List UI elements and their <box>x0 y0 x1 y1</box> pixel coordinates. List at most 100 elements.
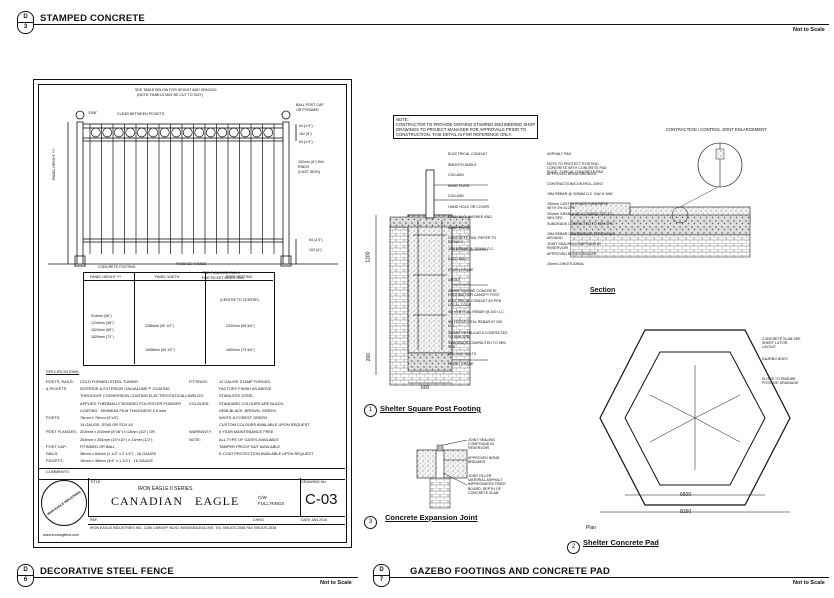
fence-ring-note-3: (CAST IRON) <box>298 170 320 174</box>
callout-label: COLUMN <box>448 194 464 198</box>
fence-clear-note: CLEAR BETWEEN PICKETS <box>117 112 165 116</box>
callout-label: JOINT SEALING COMPOUND IN RESERVOIR <box>468 438 495 451</box>
callout-label: 150mm CAST IN PLACE CONCRETE WITH 3% SLO… <box>547 202 609 211</box>
fence-table-setting-2: 1800mm (74 3/4") <box>226 348 255 352</box>
callout-label: NOTE TO PROTECT EXISTING CONCRETE WITH C… <box>547 162 607 175</box>
sheet-bubble-d3: D 3 <box>17 11 34 34</box>
spec-value: 19mm x 38mm (3/4" x 1 1/2") , 16 GAUGE <box>80 458 154 464</box>
spec-row: POST FLANGES:203mm x 203mm (8"x8") x 13m… <box>46 430 155 435</box>
spec-value: APPLIED THERMALLY BONDED POLYESTER POWDE… <box>80 400 181 406</box>
callout-label: 4M VERTICAL REBAR @ 200 O.C. <box>448 309 505 314</box>
callout-label: BASE PLATE <box>448 225 470 230</box>
fig1-bubble: 1 <box>364 404 377 417</box>
fence-ring-note: 152mm (6") DIA. <box>298 160 325 164</box>
spec-value: 76mm x 76mm (3"x3") <box>80 415 119 420</box>
spec-value: E-COAT PROTECTION AVAILABLE UPON REQUEST <box>219 451 314 456</box>
fence-ref-label: REF. <box>90 518 98 522</box>
spec-row: POSTS, RAILS:COLD FORMED STEEL TUBING <box>46 379 138 385</box>
fence-ring <box>194 127 205 138</box>
spec-row: THROUGHT CONVERSION COATING ELECTROSTATI… <box>46 394 190 399</box>
fig3-title: Concrete Expansion Joint <box>385 513 478 522</box>
section-detail <box>570 142 751 258</box>
fence-company-info: IRON EAGLE INDUSTRIES INC. 1256 CARDIFF … <box>90 526 277 530</box>
fence-table-header-1: PANEL HEIGHT *** <box>90 275 122 279</box>
spec-row: APPLIED THERMALLY BONDED POLYESTER POWDE… <box>46 400 181 407</box>
spec-key: & PICKETS <box>46 386 67 392</box>
sheet-row-letter: D <box>379 567 384 573</box>
spec-row: 254mm x 254mm (10"x10") x 13mm (1/2") <box>46 436 153 443</box>
fence-rails-note-2: FOR PICKET INSERTION <box>202 276 244 280</box>
fence-ring <box>125 127 136 138</box>
footing-dim-1200: 1200 <box>365 251 372 263</box>
callout-label: LOCK NUT, WASHER AND <box>448 215 492 219</box>
gazebo-plan <box>599 329 791 513</box>
callout-label: ELECTRICAL CONDUIT AS PER LOCAL CODE <box>448 299 502 308</box>
sheet-bubble-d6: D 6 <box>17 564 34 587</box>
fig1-title: Shelter Square Post Footing <box>380 404 481 413</box>
callout-label: SLOPE TO ENSURE POSITIVE DRAINAGE <box>762 377 799 386</box>
fence-ring <box>182 127 193 138</box>
fence-top-note-2: (NOTE: PANELS MAY BE CUT TO SUIT) <box>137 93 203 97</box>
footing-dim-200: 200 <box>366 352 373 362</box>
callout-label: EACH WAY <box>448 257 467 261</box>
fence-drawing-inner-frame <box>38 84 347 543</box>
footing-dim-600: 600 <box>421 385 430 391</box>
spec-row: WHITE & FOREST GREEN <box>189 415 267 421</box>
callout-label: 200mm GRANULAR A COMPACTED TO 98% SPD <box>547 212 613 221</box>
sheet-title-d3: STAMPED CONCRETE <box>40 13 145 24</box>
spec-key: FITTINGS: <box>189 379 208 384</box>
fence-table-col-rule-2 <box>205 272 206 364</box>
fence-comments-label: COMMENTS: <box>46 469 70 474</box>
callout-label: APPROVED BOND BREAKER <box>547 252 597 256</box>
callout-label: BASE PLATE <box>448 183 470 188</box>
fence-comments-box <box>38 468 345 480</box>
callout-label: CONCRETE SLAB SEE SHEET L3 FOR LAYOUT <box>762 337 801 350</box>
fence-ring <box>228 127 239 138</box>
fence-drawing-frame <box>33 79 352 548</box>
callout-label: 15mm LONGITUDINAL <box>547 262 585 266</box>
header-rule-d3 <box>33 24 829 25</box>
fence-bottom-dim-2: 102 (4") <box>309 248 322 252</box>
callout-label: ELECTRICAL CONDUIT <box>448 152 488 156</box>
sheet-row-letter: D <box>23 567 28 573</box>
scale-note-d6: Not to Scale <box>320 580 352 586</box>
fence-table-height-2: 1219mm (48") <box>91 321 114 325</box>
fig2-bubble: 2 <box>567 541 580 554</box>
spec-row: POSTS:76mm x 76mm (3"x3") <box>46 415 119 421</box>
fence-table-width-1: 2286mm (90 1/2") <box>145 324 174 328</box>
fence-ball-cap-note: BALL POST CAP <box>296 103 324 107</box>
callout-label: 15M REBAR @ 300MM O.C. <box>448 246 495 251</box>
spec-key: WARRANTY: <box>189 429 212 435</box>
fence-product-sub: C/W <box>258 495 267 500</box>
fence-table-setting-1: 2432mm (95 3/4") <box>226 324 255 328</box>
fence-spacing-dim: 3 5/8" <box>88 111 98 115</box>
fence-footing-label: CONCRETE FOOTING <box>98 265 136 269</box>
spec-value: STANDARD COLOURS ARE BLACK, <box>219 400 285 406</box>
spec-value: 254mm x 254mm (10"x10") x 13mm (1/2") <box>80 436 153 442</box>
spec-value: TAMPER PROOF NUT AVAILABLE <box>219 443 281 449</box>
fence-bottom-dim-1: 64 (2.5") <box>309 238 323 242</box>
fig3-bubble: 3 <box>364 516 377 529</box>
sheet-bubble-d7: D 7 <box>373 564 390 587</box>
joint-enlargement-title: CONTRACTION / CONTROL JOINT ENLARGEMENT <box>666 127 767 132</box>
fence-logo-text: IRON EAGLE INDUSTRIES <box>46 489 82 517</box>
post-footing-detail <box>375 169 488 386</box>
callout-label: ANCHOR BOLTS <box>448 351 477 356</box>
plan-dim-6600: 6600 <box>680 492 692 498</box>
fence-table-width-2: 1/858mm (84 1/2") <box>145 348 175 352</box>
spec-value: COATING - MINIMUM FILM THICKNESS 2.5 mil… <box>80 407 167 413</box>
spec-key: POST CAP: <box>46 443 67 449</box>
fence-product-title: CANADIAN EAGLE <box>111 494 240 508</box>
fence-panel-height-label: PANEL HEIGHT *** <box>52 148 56 180</box>
fence-table-height-4: 1829mm (72") <box>91 335 114 339</box>
spec-key: POST FLANGES: <box>46 429 77 435</box>
fence-ring <box>217 127 228 138</box>
fence-ring <box>205 127 216 138</box>
fence-logo: IRON EAGLE INDUSTRIES <box>41 480 87 526</box>
spec-row: TAMPER PROOF NUT AVAILABLE <box>189 443 281 450</box>
spec-row: CUSTOM COLOURS AVAILABLE UPON REQUEST <box>189 422 310 428</box>
fence-table-header-2: PANEL WIDTH <box>155 275 180 279</box>
fence-drawing-label: DRAWING No. <box>301 479 327 484</box>
fence-ring <box>263 127 274 138</box>
spec-key: POSTS, RAILS: <box>46 379 74 384</box>
